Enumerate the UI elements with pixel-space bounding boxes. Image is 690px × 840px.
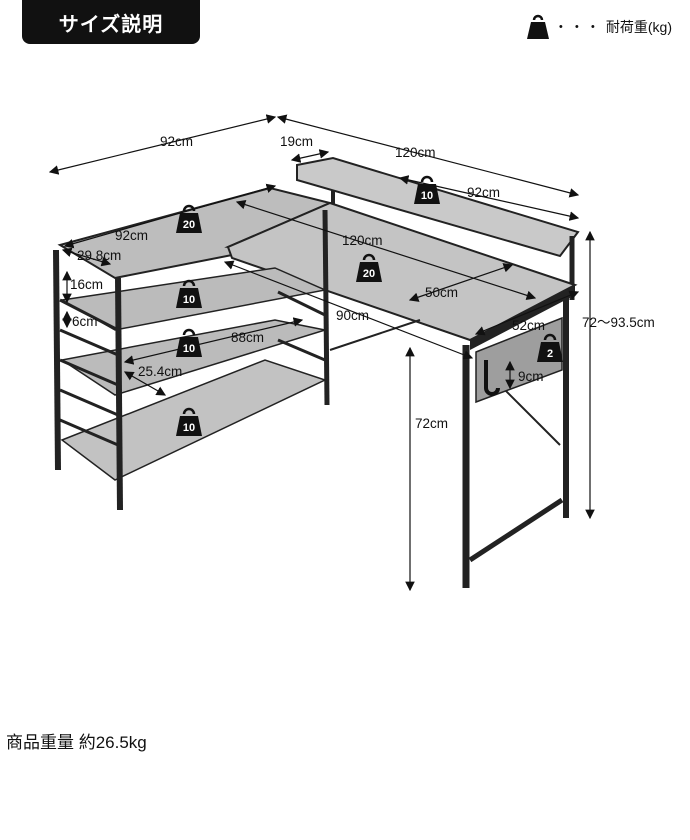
load-riser-shelf: 10 [421, 190, 433, 202]
load-desk-top-icon: 20 [354, 253, 384, 284]
section-title-tab: サイズ説明 [22, 0, 200, 44]
dim-long-desk-width: 120cm [342, 233, 383, 248]
load-shelf-2-icon: 10 [174, 328, 204, 359]
desk-diagram: 92cm 19cm 120cm 92cm 92cm 120cm 29.8cm 1… [48, 114, 655, 592]
legend-dots: ・・・ [553, 19, 602, 35]
load-riser-shelf-icon: 10 [412, 175, 442, 206]
load-badges: 20 20 10 10 10 10 2 [174, 175, 565, 438]
dim-desk-span: 90cm [336, 308, 369, 323]
dim-shelf-step: 6cm [72, 314, 98, 329]
dim-riser-depth: 19cm [280, 134, 313, 149]
dim-riser-shelf-width: 92cm [467, 185, 500, 200]
dim-desk-height: 72cm [415, 416, 448, 431]
load-shelf-2: 10 [183, 343, 195, 355]
dim-shelf-gap: 16cm [70, 277, 103, 292]
load-corner-top-icon: 20 [174, 204, 204, 235]
load-legend: ・・・ 耐荷重(kg) [526, 14, 672, 40]
dim-drawer-width: 52cm [512, 318, 545, 333]
load-drawer: 2 [547, 348, 553, 360]
load-shelf-3: 10 [183, 422, 195, 434]
load-desk-top: 20 [363, 268, 375, 280]
load-shelf-1: 10 [183, 294, 195, 306]
load-corner-top: 20 [183, 219, 195, 231]
dim-desk-depth: 50cm [425, 285, 458, 300]
weight-icon [526, 14, 549, 39]
dim-drawer-height: 9cm [518, 369, 544, 384]
dim-total-height: 72〜93.5cm [582, 315, 655, 330]
section-title: サイズ説明 [58, 13, 164, 36]
dim-top-width-left: 92cm [160, 134, 193, 149]
dim-short-desk-width: 92cm [115, 228, 148, 243]
desk-illustration [53, 156, 580, 588]
dim-lower-shelf-depth: 25.4cm [138, 364, 182, 379]
load-shelf-3-icon: 10 [174, 407, 204, 438]
dim-lower-shelf-width: 88cm [231, 330, 264, 345]
legend-label: 耐荷重(kg) [605, 19, 672, 35]
dimension-labels: 92cm 19cm 120cm 92cm 92cm 120cm 29.8cm 1… [70, 134, 655, 431]
dim-riser-length: 120cm [395, 145, 436, 160]
product-weight: 商品重量 約26.5kg [6, 733, 147, 752]
load-drawer-icon: 2 [535, 333, 565, 364]
dim-shelf-depth: 29.8cm [77, 248, 121, 263]
load-shelf-1-icon: 10 [174, 279, 204, 310]
